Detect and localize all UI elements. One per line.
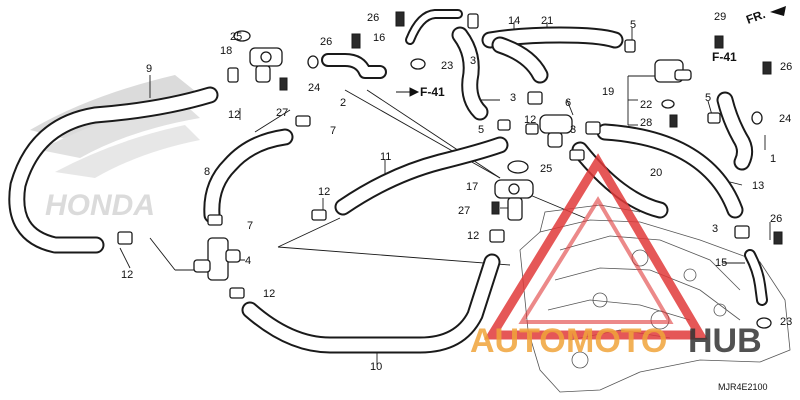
- hose-20: [571, 141, 669, 219]
- ref-f41: F-41: [420, 85, 445, 99]
- callout-10: 10: [370, 361, 382, 373]
- callout-26: 26: [367, 12, 379, 24]
- callout-19: 19: [602, 86, 614, 98]
- callout-20: 20: [650, 167, 662, 179]
- callout-3: 3: [510, 92, 516, 104]
- watermark-text-moto: MOTO: [566, 322, 667, 360]
- joint-19: [654, 59, 692, 83]
- callout-29: 29: [714, 11, 726, 23]
- callout-23: 23: [441, 60, 453, 72]
- ref-f41: F-41: [712, 50, 737, 64]
- joint-17: [494, 179, 534, 221]
- honda-brand-text: HONDA: [45, 189, 155, 222]
- callout-26: 26: [770, 213, 782, 225]
- callout-12: 12: [228, 109, 240, 121]
- callout-4: 4: [245, 255, 251, 267]
- callout-21: 21: [541, 15, 553, 27]
- callout-3: 3: [570, 124, 576, 136]
- reference-marks: F-41 F-41 FR.: [396, 6, 786, 99]
- callout-23: 23: [780, 316, 792, 328]
- callout-25: 25: [540, 163, 552, 175]
- callout-3: 3: [470, 55, 476, 67]
- hose-13: [596, 123, 744, 219]
- callout-12: 12: [263, 288, 275, 300]
- callout-17: 17: [466, 181, 478, 193]
- callout-12: 12: [524, 114, 536, 126]
- callout-11: 11: [380, 151, 391, 163]
- hose-9: [8, 86, 219, 254]
- hose-11: [334, 136, 509, 216]
- callout-26: 26: [780, 61, 792, 73]
- callout-26: 26: [320, 36, 332, 48]
- callout-12: 12: [467, 230, 479, 242]
- watermark-text-hub: HUB: [688, 322, 762, 360]
- callout-25: 25: [230, 31, 242, 43]
- diagram-code: MJR4E2100: [718, 382, 768, 392]
- pipe-15: [744, 249, 768, 306]
- callout-24: 24: [779, 113, 791, 125]
- hose-1: [716, 91, 754, 171]
- callout-12: 12: [318, 186, 330, 198]
- front-direction-label: FR.: [744, 7, 767, 27]
- pipe-2: [321, 53, 387, 79]
- watermark: AUTO MOTO HUB: [470, 153, 762, 360]
- hose-8: [203, 128, 294, 224]
- callout-1: 1: [770, 153, 776, 165]
- callout-14: 14: [508, 15, 520, 27]
- callout-7: 7: [247, 220, 253, 232]
- callout-5: 5: [478, 124, 484, 136]
- joint-18: [249, 47, 283, 83]
- pipe-16: [405, 9, 463, 45]
- joint-4: [193, 237, 241, 281]
- callout-24: 24: [308, 82, 320, 94]
- callout-2: 2: [340, 97, 346, 109]
- callout-6: 6: [565, 97, 571, 109]
- front-direction-arrow: [770, 6, 786, 16]
- callout-7: 7: [330, 125, 336, 137]
- callout-16: 16: [373, 32, 385, 44]
- callout-3: 3: [712, 223, 718, 235]
- callout-13: 13: [752, 180, 764, 192]
- callout-12: 12: [121, 269, 133, 281]
- callout-5: 5: [705, 92, 711, 104]
- callout-27: 27: [458, 205, 470, 217]
- callout-15: 15: [715, 257, 727, 269]
- joint-6: [539, 114, 573, 148]
- callout-27: 27: [276, 107, 288, 119]
- bolts-and-washers: [233, 11, 783, 329]
- clamps: [117, 13, 750, 299]
- callout-22: 22: [640, 99, 652, 111]
- hose-10: [241, 253, 501, 354]
- watermark-text-auto: AUTO: [470, 322, 566, 360]
- hose-21: [481, 26, 624, 84]
- callout-9: 9: [146, 63, 152, 75]
- callout-28: 28: [640, 117, 652, 129]
- hose-14: [451, 26, 489, 121]
- callout-18: 18: [220, 45, 232, 57]
- callout-labels: 1 2 3 3 3 3 4 5 5 5 6 7 7 8 9 10 11 12 1…: [121, 11, 792, 373]
- callout-5: 5: [630, 19, 636, 31]
- callout-8: 8: [204, 166, 210, 178]
